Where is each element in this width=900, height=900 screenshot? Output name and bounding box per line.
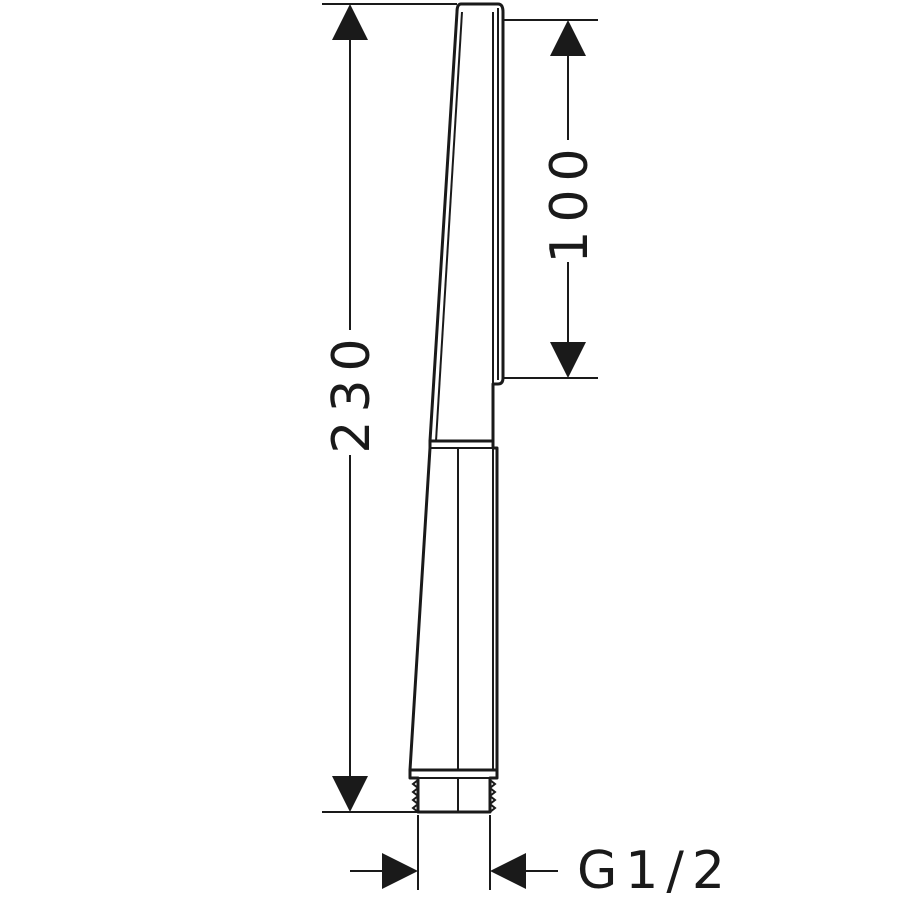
head-taper-line — [435, 11, 463, 442]
dimension-head-length: 100 — [503, 19, 600, 379]
dimension-value-head: 100 — [540, 140, 600, 263]
thread-arrowhead-right — [490, 853, 526, 889]
thread-arrowhead-left — [382, 853, 418, 889]
arrowhead-down — [332, 776, 368, 812]
hand-shower-outline — [408, 2, 505, 814]
dimension-thread: G1/2 — [350, 815, 733, 900]
dimension-overall-length: 230 — [322, 3, 457, 813]
thread-ridges-right — [488, 779, 497, 813]
thread-connector — [408, 768, 499, 814]
thread-size-label: G1/2 — [577, 841, 733, 900]
handle-body — [408, 439, 499, 772]
arrowhead-up — [332, 4, 368, 40]
head-arrowhead-up — [550, 20, 586, 56]
thread-ridges-left — [411, 779, 420, 813]
shower-head-body — [428, 2, 505, 443]
dimension-value-overall: 230 — [322, 330, 382, 453]
head-arrowhead-down — [550, 342, 586, 378]
